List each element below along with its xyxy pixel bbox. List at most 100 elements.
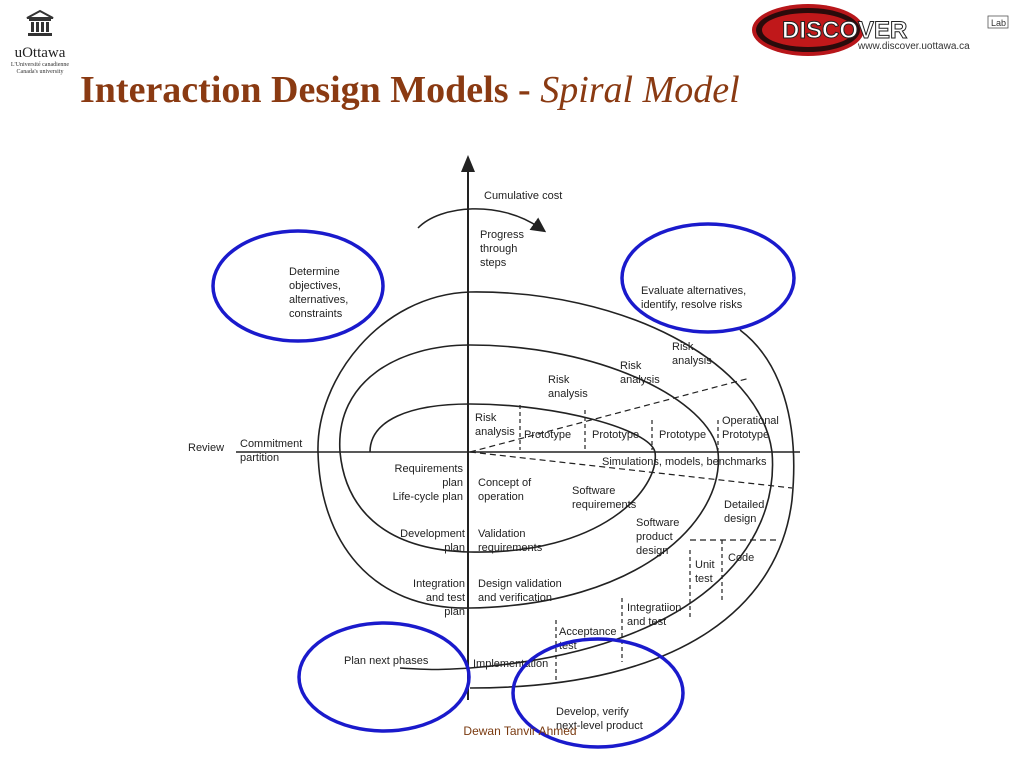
- quadrant-label-objectives: Determine objectives, alternatives, cons…: [289, 266, 348, 320]
- integration-test-plan-label: Integration and test plan: [413, 578, 465, 618]
- design-validation-label: Design validation and verification: [478, 578, 562, 604]
- operational-prototype-label: Operational Prototype: [722, 415, 779, 441]
- svg-text:Concept of: Concept of: [478, 477, 532, 489]
- svg-text:Acceptance: Acceptance: [559, 626, 616, 638]
- highlight-ring-plan: [297, 621, 471, 733]
- svg-text:Detailed: Detailed: [724, 499, 764, 511]
- uottawa-name: uOttawa: [14, 45, 66, 61]
- prototype-label-1: Prototype: [524, 429, 571, 441]
- svg-text:plan: plan: [444, 606, 465, 618]
- detailed-design-label: Detailed design: [724, 499, 764, 525]
- svg-text:analysis: analysis: [548, 388, 588, 400]
- uottawa-tagline-fr: L'Université canadienne: [10, 62, 70, 68]
- highlight-ring-develop: [511, 637, 685, 749]
- svg-text:next-level product: next-level product: [556, 720, 643, 732]
- svg-text:Commitment: Commitment: [240, 438, 302, 450]
- discover-logo-graphic: DISCOVER Lab: [752, 4, 1009, 56]
- risk-analysis-label-2: Risk analysis: [548, 374, 588, 400]
- svg-text:test: test: [695, 573, 713, 585]
- risk-analysis-label-4: Risk analysis: [672, 341, 712, 367]
- code-label: Code: [728, 552, 754, 564]
- slide-footer-author: Dewan Tanvir Ahmed: [463, 724, 577, 738]
- svg-text:analysis: analysis: [672, 355, 712, 367]
- integration-and-test-label: Integratiion and test: [627, 602, 681, 628]
- quadrant-label-develop: Develop, verify next-level product: [556, 706, 643, 732]
- software-requirements-label: Software requirements: [572, 485, 637, 511]
- requirements-plan-label: Requirements plan Life-cycle plan: [393, 463, 464, 503]
- risk-analysis-label-1: Risk analysis: [475, 412, 515, 438]
- risk-analysis-label-3: Risk analysis: [620, 360, 660, 386]
- svg-text:Software: Software: [636, 517, 679, 529]
- concept-of-operation-label: Concept of operation: [478, 477, 532, 503]
- svg-text:plan: plan: [444, 542, 465, 554]
- svg-text:design: design: [724, 513, 756, 525]
- svg-text:Life-cycle plan: Life-cycle plan: [393, 491, 463, 503]
- svg-text:through: through: [480, 243, 517, 255]
- outer-spiral-arc: [469, 329, 795, 689]
- svg-text:Risk: Risk: [475, 412, 497, 424]
- svg-text:Evaluate alternatives,: Evaluate alternatives,: [641, 285, 746, 297]
- svg-text:steps: steps: [480, 257, 507, 269]
- svg-text:Development: Development: [400, 528, 465, 540]
- building-icon: [26, 9, 54, 36]
- svg-text:constraints: constraints: [289, 308, 343, 320]
- uottawa-tagline-en: Canada's university: [16, 69, 64, 75]
- unit-test-label: Unit test: [695, 559, 715, 585]
- svg-text:Integration: Integration: [413, 578, 465, 590]
- svg-text:analysis: analysis: [475, 426, 515, 438]
- svg-text:identify, resolve risks: identify, resolve risks: [641, 299, 743, 311]
- svg-text:Develop, verify: Develop, verify: [556, 706, 629, 718]
- svg-text:objectives,: objectives,: [289, 280, 341, 292]
- lab-url: www.discover.uottawa.ca: [858, 41, 970, 52]
- highlight-ring-objectives: [211, 229, 385, 343]
- svg-text:Integratiion: Integratiion: [627, 602, 681, 614]
- risk-divider-line: [469, 377, 751, 453]
- svg-text:partition: partition: [240, 452, 279, 464]
- software-product-design-label: Software product design: [636, 517, 679, 557]
- uottawa-logo: uOttawa L'Université canadienne Canada's…: [8, 8, 72, 76]
- svg-text:Requirements: Requirements: [395, 463, 464, 475]
- simulation-divider-line: [469, 451, 793, 489]
- axis-label-cumulative-cost: Cumulative cost: [484, 190, 562, 202]
- svg-text:Validation: Validation: [478, 528, 526, 540]
- svg-text:plan: plan: [442, 477, 463, 489]
- svg-text:and test: and test: [426, 592, 465, 604]
- vertical-axis-arrowhead: [461, 155, 475, 172]
- discover-lab-logo: DISCOVER Lab www.discover.uottawa.ca: [750, 2, 1010, 60]
- highlight-ring-evaluate: [620, 222, 796, 334]
- svg-text:Risk: Risk: [548, 374, 570, 386]
- progress-arrow: [417, 208, 547, 233]
- spiral-path: [317, 291, 774, 671]
- svg-text:Design validation: Design validation: [478, 578, 562, 590]
- svg-text:Determine: Determine: [289, 266, 340, 278]
- svg-text:Software: Software: [572, 485, 615, 497]
- commitment-partition-label: Commitment partition: [240, 438, 302, 464]
- svg-text:Operational: Operational: [722, 415, 779, 427]
- svg-text:requirements: requirements: [572, 499, 637, 511]
- svg-text:alternatives,: alternatives,: [289, 294, 348, 306]
- svg-text:and verification: and verification: [478, 592, 552, 604]
- svg-text:design: design: [636, 545, 668, 557]
- quadrant-label-evaluate: Evaluate alternatives, identify, resolve…: [641, 285, 746, 311]
- simulations-label: Simulations, models, benchmarks: [602, 456, 767, 468]
- svg-text:Prototype: Prototype: [722, 429, 769, 441]
- prototype-label-3: Prototype: [659, 429, 706, 441]
- svg-text:product: product: [636, 531, 673, 543]
- svg-text:analysis: analysis: [620, 374, 660, 386]
- review-label: Review: [188, 442, 224, 454]
- quadrant-label-plan: Plan next phases: [344, 655, 429, 667]
- development-plan-label: Development plan: [400, 528, 465, 554]
- prototype-label-2: Prototype: [592, 429, 639, 441]
- svg-text:operation: operation: [478, 491, 524, 503]
- lab-tag: Lab: [991, 18, 1006, 28]
- svg-text:and test: and test: [627, 616, 666, 628]
- title-main: Interaction Design Models -: [80, 69, 541, 111]
- svg-text:requirements: requirements: [478, 542, 543, 554]
- svg-text:Progress: Progress: [480, 229, 525, 241]
- slide-title: Interaction Design Models - Spiral Model: [80, 68, 740, 112]
- discover-wordmark: DISCOVER: [782, 17, 907, 44]
- validation-requirements-label: Validation requirements: [478, 528, 543, 554]
- svg-text:Risk: Risk: [672, 341, 694, 353]
- title-emphasis: Spiral Model: [540, 69, 740, 111]
